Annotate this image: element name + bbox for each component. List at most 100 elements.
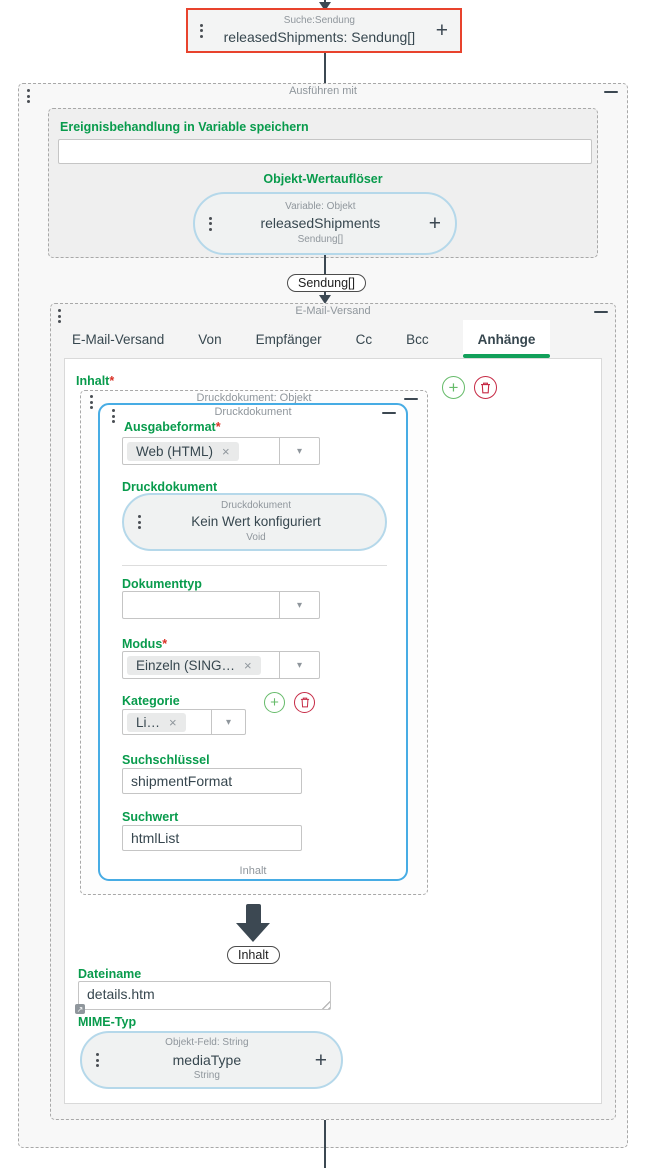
node-subtitle: String [193, 1070, 220, 1082]
node-title: Kein Wert konfiguriert [191, 514, 321, 530]
kebab-menu-icon[interactable] [112, 409, 115, 423]
kategorie-select[interactable]: Li… × ▾ [122, 709, 246, 735]
kebab-menu-icon[interactable] [209, 216, 212, 231]
chip-remove-icon[interactable]: × [222, 443, 230, 459]
dokumenttyp-select[interactable]: ▾ [122, 591, 320, 619]
collapse-icon[interactable] [604, 91, 618, 94]
dateiname-label: Dateiname [78, 967, 142, 981]
add-item-icon[interactable]: + [442, 376, 465, 399]
tab-anhaenge[interactable]: Anhänge [462, 320, 551, 358]
kebab-menu-icon[interactable] [90, 395, 93, 409]
dropdown-caret-icon[interactable]: ▾ [279, 438, 319, 464]
plus-icon[interactable]: + [314, 1048, 327, 1072]
kebab-menu-icon[interactable] [200, 23, 203, 38]
connector-line [324, 0, 326, 3]
druckdokument-field-label: Druckdokument [122, 480, 218, 494]
ausgabeformat-select[interactable]: Web (HTML) × ▾ [122, 437, 320, 465]
dateiname-input[interactable]: details.htm [78, 981, 331, 1010]
trash-icon [300, 697, 309, 708]
container-title: Ausführen mit [289, 85, 357, 97]
kebab-menu-icon[interactable] [27, 89, 30, 103]
node-type-label: Suche:Sendung [283, 14, 355, 26]
released-shipments-node[interactable]: Variable: Objekt releasedShipments Sendu… [193, 192, 457, 255]
modus-label: Modus* [122, 637, 167, 651]
connector-line [324, 1120, 326, 1168]
flow-arrow-icon [246, 904, 261, 925]
delete-item-icon[interactable] [474, 376, 497, 399]
modus-chip[interactable]: Einzeln (SING… × [127, 655, 261, 675]
node-title: mediaType [172, 1051, 242, 1068]
kebab-menu-icon[interactable] [58, 309, 61, 323]
dropdown-caret-icon[interactable]: ▾ [211, 710, 245, 734]
kein-wert-node[interactable]: Druckdokument Kein Wert konfiguriert Voi… [122, 493, 387, 551]
dropdown-caret-icon[interactable]: ▾ [279, 592, 319, 618]
suchwert-input[interactable] [122, 825, 302, 851]
chip-label: Einzeln (SING… [136, 657, 236, 673]
chip-label: Li… [136, 714, 161, 730]
suchwert-label: Suchwert [122, 810, 179, 824]
tab-bar: E-Mail-Versand Von Empfänger Cc Bcc Anhä… [72, 320, 551, 358]
dokumenttyp-label: Dokumenttyp [122, 577, 202, 591]
trash-icon [481, 382, 490, 393]
node-type-label: Objekt-Feld: String [165, 1037, 249, 1049]
kategorie-label: Kategorie [122, 694, 180, 708]
node-title: releasedShipments: Sendung[] [223, 29, 416, 46]
suchschluessel-input[interactable] [122, 768, 302, 794]
container-title: Druckdokument [214, 406, 292, 418]
arrow-down-icon [319, 295, 331, 304]
inhalt-label-text: Inhalt [76, 374, 110, 388]
active-tab-indicator [462, 354, 551, 358]
node-title: releasedShipments [260, 215, 381, 232]
chip-label: Web (HTML) [136, 443, 214, 459]
inhalt-badge: Inhalt [227, 946, 280, 964]
tab-bcc[interactable]: Bcc [406, 331, 429, 347]
kebab-menu-icon[interactable] [96, 1053, 99, 1067]
node-type-label: Druckdokument [220, 499, 292, 511]
connector-type-badge: Sendung[] [287, 274, 366, 292]
container-title: Druckdokument: Objekt [196, 392, 312, 404]
tab-cc[interactable]: Cc [355, 331, 373, 347]
tab-empfaenger[interactable]: Empfänger [255, 331, 322, 347]
kebab-menu-icon[interactable] [138, 515, 141, 529]
inhalt-label: Inhalt* [76, 374, 114, 388]
required-asterisk: * [109, 374, 115, 388]
tab-von[interactable]: Von [198, 331, 222, 347]
modus-select[interactable]: Einzeln (SING… × ▾ [122, 651, 320, 679]
container-title: E-Mail-Versand [295, 305, 371, 317]
flow-arrow-icon [236, 923, 270, 942]
required-asterisk: * [162, 637, 168, 651]
expand-field-icon[interactable]: ↗ [75, 1004, 85, 1014]
resize-grip-icon[interactable] [321, 1000, 330, 1009]
chip-remove-icon[interactable]: × [169, 714, 177, 730]
ausgabeformat-label: Ausgabeformat* [124, 420, 221, 434]
resolver-title: Objekt-Wertauflöser [263, 172, 383, 186]
tab-label: Anhänge [477, 331, 536, 347]
connector-line [324, 292, 326, 296]
connector-line [324, 255, 326, 275]
arrow-down-icon [319, 2, 331, 11]
event-variable-input[interactable] [58, 139, 592, 164]
druckdokument-container [98, 403, 408, 881]
node-subtitle: Void [246, 531, 266, 543]
required-asterisk: * [215, 420, 221, 434]
source-node[interactable]: Suche:Sendung releasedShipments: Sendung… [186, 8, 462, 53]
collapse-icon[interactable] [382, 412, 396, 415]
node-type-label: Variable: Objekt [285, 200, 356, 212]
plus-icon[interactable]: + [435, 19, 448, 42]
tab-email-versand[interactable]: E-Mail-Versand [72, 331, 165, 347]
node-subtitle: Sendung[] [297, 233, 344, 245]
kategorie-chip[interactable]: Li… × [127, 712, 186, 732]
media-type-node[interactable]: Objekt-Feld: String mediaType String + [80, 1031, 343, 1089]
ausgabeformat-label-text: Ausgabeformat [124, 420, 216, 434]
plus-icon[interactable]: + [428, 212, 441, 235]
ausgabeformat-chip[interactable]: Web (HTML) × [127, 441, 239, 461]
add-kategorie-icon[interactable]: + [264, 692, 285, 713]
delete-kategorie-icon[interactable] [294, 692, 315, 713]
chip-remove-icon[interactable]: × [244, 657, 252, 673]
dropdown-caret-icon[interactable]: ▾ [279, 652, 319, 678]
collapse-icon[interactable] [404, 398, 418, 401]
suchschluessel-label: Suchschlüssel [122, 753, 210, 767]
modus-label-text: Modus [122, 637, 163, 651]
collapse-icon[interactable] [594, 311, 608, 314]
